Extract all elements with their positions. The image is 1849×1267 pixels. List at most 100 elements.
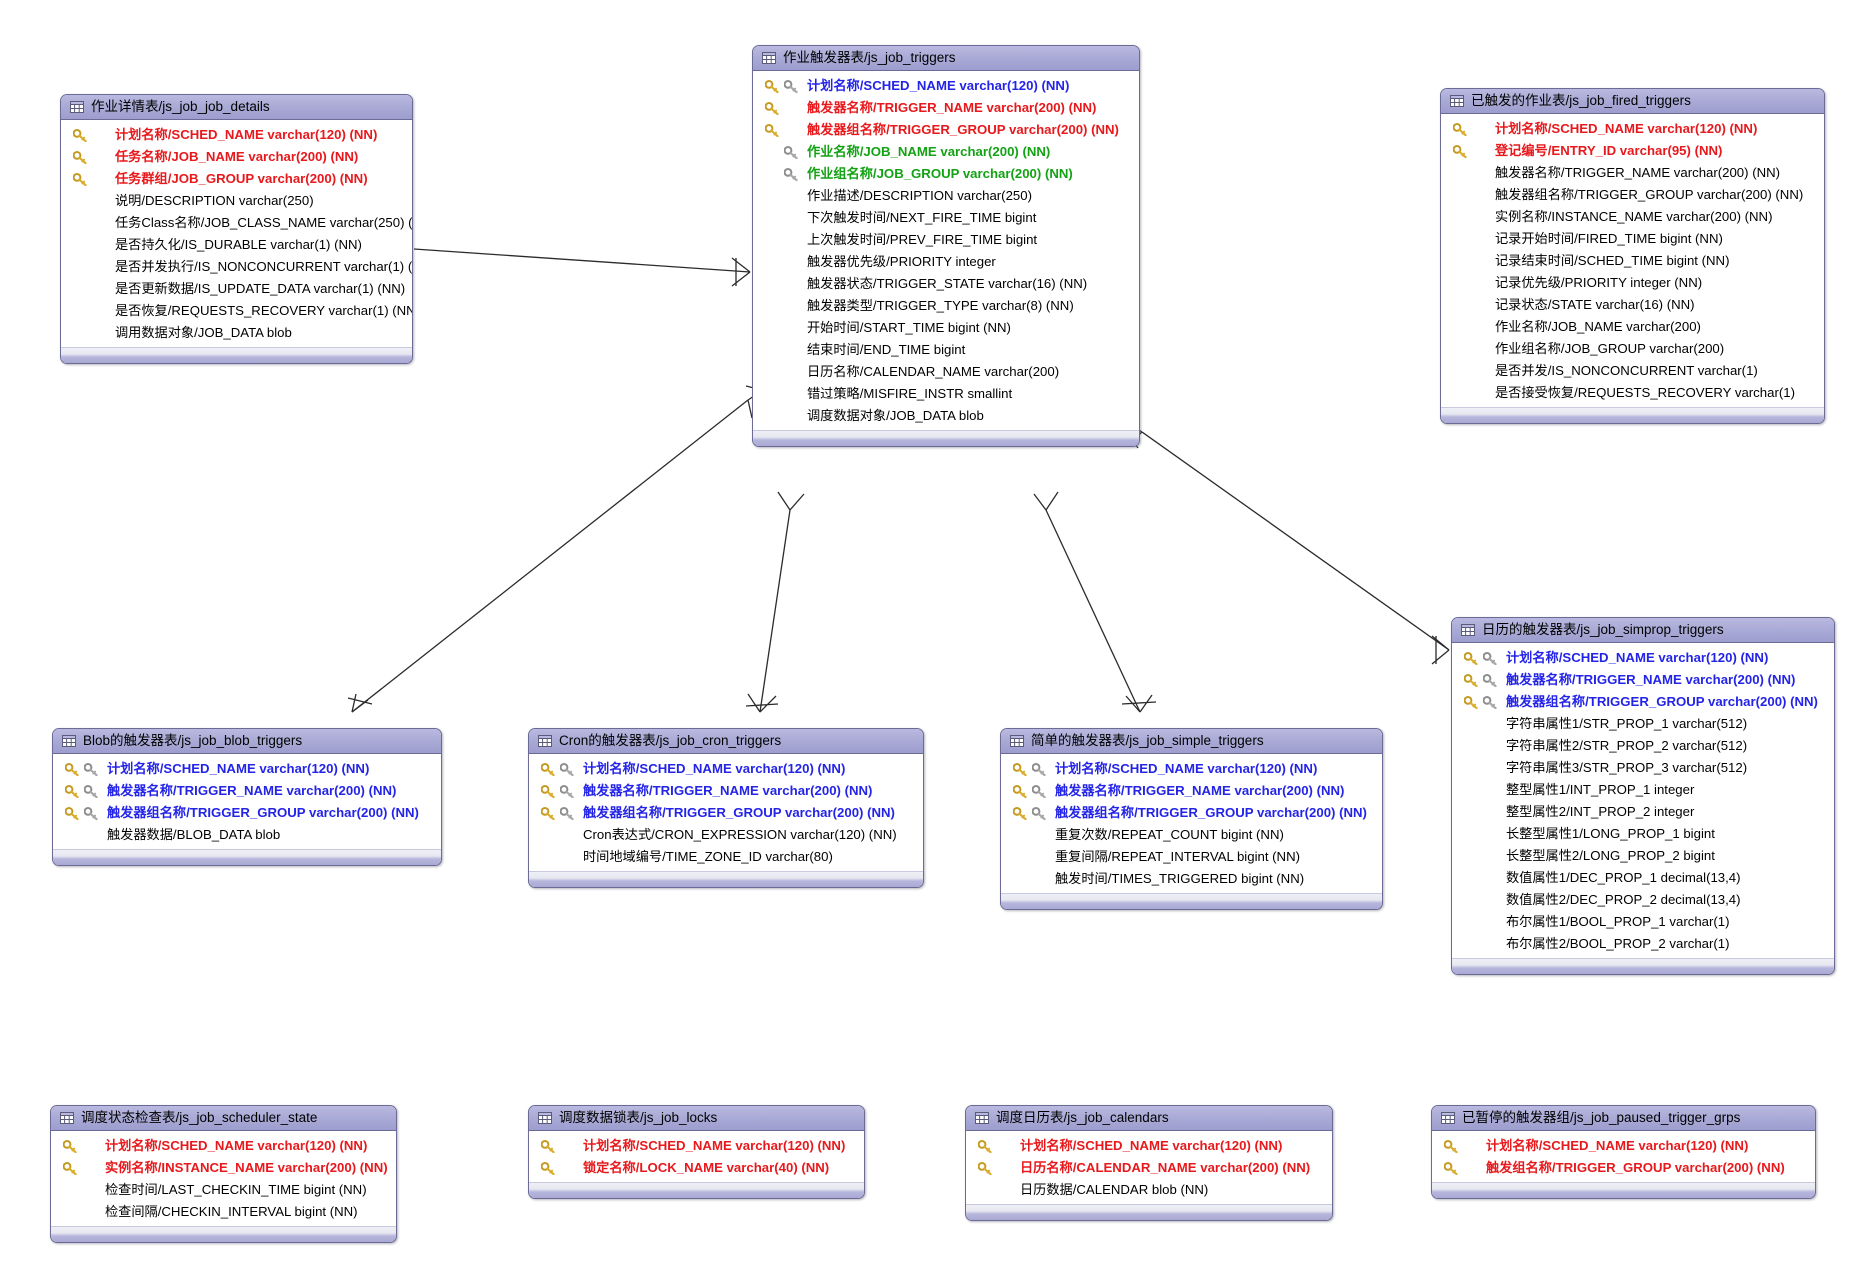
attribute-row[interactable]: 任务Class名称/JOB_CLASS_NAME varchar(250) (N… [61,212,412,234]
attribute-row[interactable]: 触发器状态/TRIGGER_STATE varchar(16) (NN) [753,273,1139,295]
attribute-row[interactable]: 触发器名称/TRIGGER_NAME varchar(200) (NN) [529,780,923,802]
attribute-row[interactable]: 是否恢复/REQUESTS_RECOVERY varchar(1) (NN) [61,300,412,322]
attribute-row[interactable]: 触发器名称/TRIGGER_NAME varchar(200) (NN) [753,97,1139,119]
attribute-row[interactable]: 触发器组名称/TRIGGER_GROUP varchar(200) (NN) [53,802,441,824]
entity-js_job_simprop_triggers[interactable]: 日历的触发器表/js_job_simprop_triggers 计划名称/SCHE… [1451,617,1835,975]
entity-js_job_triggers[interactable]: 作业触发器表/js_job_triggers 计划名称/SCHED_NAME va… [752,45,1140,447]
attribute-row[interactable]: 实例名称/INSTANCE_NAME varchar(200) (NN) [1441,206,1824,228]
attribute-row[interactable]: 作业组名称/JOB_GROUP varchar(200) [1441,338,1824,360]
attribute-row[interactable]: 触发时间/TIMES_TRIGGERED bigint (NN) [1001,868,1382,890]
attribute-row[interactable]: 数值属性1/DEC_PROP_1 decimal(13,4) [1452,867,1834,889]
attribute-row[interactable]: 是否并发/IS_NONCONCURRENT varchar(1) [1441,360,1824,382]
attribute-row[interactable]: 字符串属性2/STR_PROP_2 varchar(512) [1452,735,1834,757]
attribute-row[interactable]: 触发器优先级/PRIORITY integer [753,251,1139,273]
entity-header-js_job_fired_triggers[interactable]: 已触发的作业表/js_job_fired_triggers [1441,89,1824,114]
attribute-row[interactable]: 整型属性2/INT_PROP_2 integer [1452,801,1834,823]
attribute-row[interactable]: 触发器名称/TRIGGER_NAME varchar(200) (NN) [53,780,441,802]
attribute-row[interactable]: 日历名称/CALENDAR_NAME varchar(200) [753,361,1139,383]
attribute-row[interactable]: 是否更新数据/IS_UPDATE_DATA varchar(1) (NN) [61,278,412,300]
attribute-row[interactable]: 计划名称/SCHED_NAME varchar(120) (NN) [529,1135,864,1157]
attribute-row[interactable]: 作业描述/DESCRIPTION varchar(250) [753,185,1139,207]
attribute-row[interactable]: 登记编号/ENTRY_ID varchar(95) (NN) [1441,140,1824,162]
entity-js_job_locks[interactable]: 调度数据锁表/js_job_locks 计划名称/SCHED_NAME varch… [528,1105,865,1199]
attribute-row[interactable]: 检查时间/LAST_CHECKIN_TIME bigint (NN) [51,1179,396,1201]
entity-js_job_blob_triggers[interactable]: Blob的触发器表/js_job_blob_triggers 计划名称/SCHED… [52,728,442,866]
entity-js_job_paused_trigger_grps[interactable]: 已暂停的触发器组/js_job_paused_trigger_grps 计划名称/… [1431,1105,1816,1199]
attribute-row[interactable]: 实例名称/INSTANCE_NAME varchar(200) (NN) [51,1157,396,1179]
attribute-row[interactable]: 日历数据/CALENDAR blob (NN) [966,1179,1332,1201]
attribute-row[interactable]: 说明/DESCRIPTION varchar(250) [61,190,412,212]
attribute-row[interactable]: 记录结束时间/SCHED_TIME bigint (NN) [1441,250,1824,272]
entity-header-js_job_job_details[interactable]: 作业详情表/js_job_job_details [61,95,412,120]
attribute-row[interactable]: 记录优先级/PRIORITY integer (NN) [1441,272,1824,294]
attribute-row[interactable]: 字符串属性3/STR_PROP_3 varchar(512) [1452,757,1834,779]
attribute-row[interactable]: 计划名称/SCHED_NAME varchar(120) (NN) [966,1135,1332,1157]
attribute-row[interactable]: 计划名称/SCHED_NAME varchar(120) (NN) [1432,1135,1815,1157]
attribute-row[interactable]: 计划名称/SCHED_NAME varchar(120) (NN) [1001,758,1382,780]
attribute-row[interactable]: 触发器组名称/TRIGGER_GROUP varchar(200) (NN) [1441,184,1824,206]
attribute-row[interactable]: 触发器名称/TRIGGER_NAME varchar(200) (NN) [1001,780,1382,802]
attribute-row[interactable]: 布尔属性2/BOOL_PROP_2 varchar(1) [1452,933,1834,955]
attribute-row[interactable]: 时间地域编号/TIME_ZONE_ID varchar(80) [529,846,923,868]
attribute-row[interactable]: 作业名称/JOB_NAME varchar(200) [1441,316,1824,338]
entity-js_job_scheduler_state[interactable]: 调度状态检查表/js_job_scheduler_state 计划名称/SCHED… [50,1105,397,1243]
attribute-row[interactable]: 错过策略/MISFIRE_INSTR smallint [753,383,1139,405]
entity-js_job_calendars[interactable]: 调度日历表/js_job_calendars 计划名称/SCHED_NAME va… [965,1105,1333,1221]
entity-header-js_job_scheduler_state[interactable]: 调度状态检查表/js_job_scheduler_state [51,1106,396,1131]
attribute-row[interactable]: 数值属性2/DEC_PROP_2 decimal(13,4) [1452,889,1834,911]
attribute-row[interactable]: 开始时间/START_TIME bigint (NN) [753,317,1139,339]
attribute-row[interactable]: 触发器数据/BLOB_DATA blob [53,824,441,846]
attribute-row[interactable]: 作业名称/JOB_NAME varchar(200) (NN) [753,141,1139,163]
entity-header-js_job_paused_trigger_grps[interactable]: 已暂停的触发器组/js_job_paused_trigger_grps [1432,1106,1815,1131]
attribute-row[interactable]: 记录状态/STATE varchar(16) (NN) [1441,294,1824,316]
attribute-row[interactable]: 记录开始时间/FIRED_TIME bigint (NN) [1441,228,1824,250]
entity-header-js_job_blob_triggers[interactable]: Blob的触发器表/js_job_blob_triggers [53,729,441,754]
attribute-row[interactable]: 布尔属性1/BOOL_PROP_1 varchar(1) [1452,911,1834,933]
attribute-row[interactable]: 触发器名称/TRIGGER_NAME varchar(200) (NN) [1441,162,1824,184]
attribute-row[interactable]: 作业组名称/JOB_GROUP varchar(200) (NN) [753,163,1139,185]
entity-js_job_job_details[interactable]: 作业详情表/js_job_job_details 计划名称/SCHED_NAME … [60,94,413,364]
attribute-row[interactable]: 调用数据对象/JOB_DATA blob [61,322,412,344]
entity-header-js_job_cron_triggers[interactable]: Cron的触发器表/js_job_cron_triggers [529,729,923,754]
attribute-row[interactable]: 结束时间/END_TIME bigint [753,339,1139,361]
attribute-row[interactable]: 检查间隔/CHECKIN_INTERVAL bigint (NN) [51,1201,396,1223]
attribute-row[interactable]: 调度数据对象/JOB_DATA blob [753,405,1139,427]
attribute-row[interactable]: 触发器组名称/TRIGGER_GROUP varchar(200) (NN) [529,802,923,824]
entity-header-js_job_simprop_triggers[interactable]: 日历的触发器表/js_job_simprop_triggers [1452,618,1834,643]
attribute-row[interactable]: 触发器组名称/TRIGGER_GROUP varchar(200) (NN) [1001,802,1382,824]
attribute-row[interactable]: 计划名称/SCHED_NAME varchar(120) (NN) [1441,118,1824,140]
attribute-row[interactable]: 锁定名称/LOCK_NAME varchar(40) (NN) [529,1157,864,1179]
attribute-row[interactable]: 重复间隔/REPEAT_INTERVAL bigint (NN) [1001,846,1382,868]
attribute-row[interactable]: 计划名称/SCHED_NAME varchar(120) (NN) [1452,647,1834,669]
attribute-row[interactable]: 是否并发执行/IS_NONCONCURRENT varchar(1) (NN) [61,256,412,278]
attribute-row[interactable]: 上次触发时间/PREV_FIRE_TIME bigint [753,229,1139,251]
attribute-row[interactable]: 计划名称/SCHED_NAME varchar(120) (NN) [529,758,923,780]
entity-header-js_job_calendars[interactable]: 调度日历表/js_job_calendars [966,1106,1332,1131]
entity-header-js_job_triggers[interactable]: 作业触发器表/js_job_triggers [753,46,1139,71]
attribute-row[interactable]: 任务群组/JOB_GROUP varchar(200) (NN) [61,168,412,190]
entity-js_job_simple_triggers[interactable]: 简单的触发器表/js_job_simple_triggers 计划名称/SCHED… [1000,728,1383,910]
entity-js_job_fired_triggers[interactable]: 已触发的作业表/js_job_fired_triggers 计划名称/SCHED_… [1440,88,1825,424]
attribute-row[interactable]: 计划名称/SCHED_NAME varchar(120) (NN) [753,75,1139,97]
attribute-row[interactable]: 触发器名称/TRIGGER_NAME varchar(200) (NN) [1452,669,1834,691]
attribute-row[interactable]: 任务名称/JOB_NAME varchar(200) (NN) [61,146,412,168]
attribute-row[interactable]: 计划名称/SCHED_NAME varchar(120) (NN) [51,1135,396,1157]
attribute-row[interactable]: Cron表达式/CRON_EXPRESSION varchar(120) (NN… [529,824,923,846]
attribute-row[interactable]: 是否持久化/IS_DURABLE varchar(1) (NN) [61,234,412,256]
attribute-row[interactable]: 长整型属性2/LONG_PROP_2 bigint [1452,845,1834,867]
attribute-row[interactable]: 触发器组名称/TRIGGER_GROUP varchar(200) (NN) [753,119,1139,141]
attribute-row[interactable]: 是否接受恢复/REQUESTS_RECOVERY varchar(1) [1441,382,1824,404]
attribute-row[interactable]: 触发器组名称/TRIGGER_GROUP varchar(200) (NN) [1452,691,1834,713]
entity-js_job_cron_triggers[interactable]: Cron的触发器表/js_job_cron_triggers 计划名称/SCHED… [528,728,924,888]
entity-header-js_job_simple_triggers[interactable]: 简单的触发器表/js_job_simple_triggers [1001,729,1382,754]
attribute-row[interactable]: 字符串属性1/STR_PROP_1 varchar(512) [1452,713,1834,735]
attribute-row[interactable]: 整型属性1/INT_PROP_1 integer [1452,779,1834,801]
attribute-row[interactable]: 计划名称/SCHED_NAME varchar(120) (NN) [61,124,412,146]
attribute-row[interactable]: 触发器类型/TRIGGER_TYPE varchar(8) (NN) [753,295,1139,317]
attribute-row[interactable]: 计划名称/SCHED_NAME varchar(120) (NN) [53,758,441,780]
attribute-row[interactable]: 重复次数/REPEAT_COUNT bigint (NN) [1001,824,1382,846]
attribute-row[interactable]: 下次触发时间/NEXT_FIRE_TIME bigint [753,207,1139,229]
attribute-row[interactable]: 日历名称/CALENDAR_NAME varchar(200) (NN) [966,1157,1332,1179]
attribute-row[interactable]: 长整型属性1/LONG_PROP_1 bigint [1452,823,1834,845]
entity-header-js_job_locks[interactable]: 调度数据锁表/js_job_locks [529,1106,864,1131]
